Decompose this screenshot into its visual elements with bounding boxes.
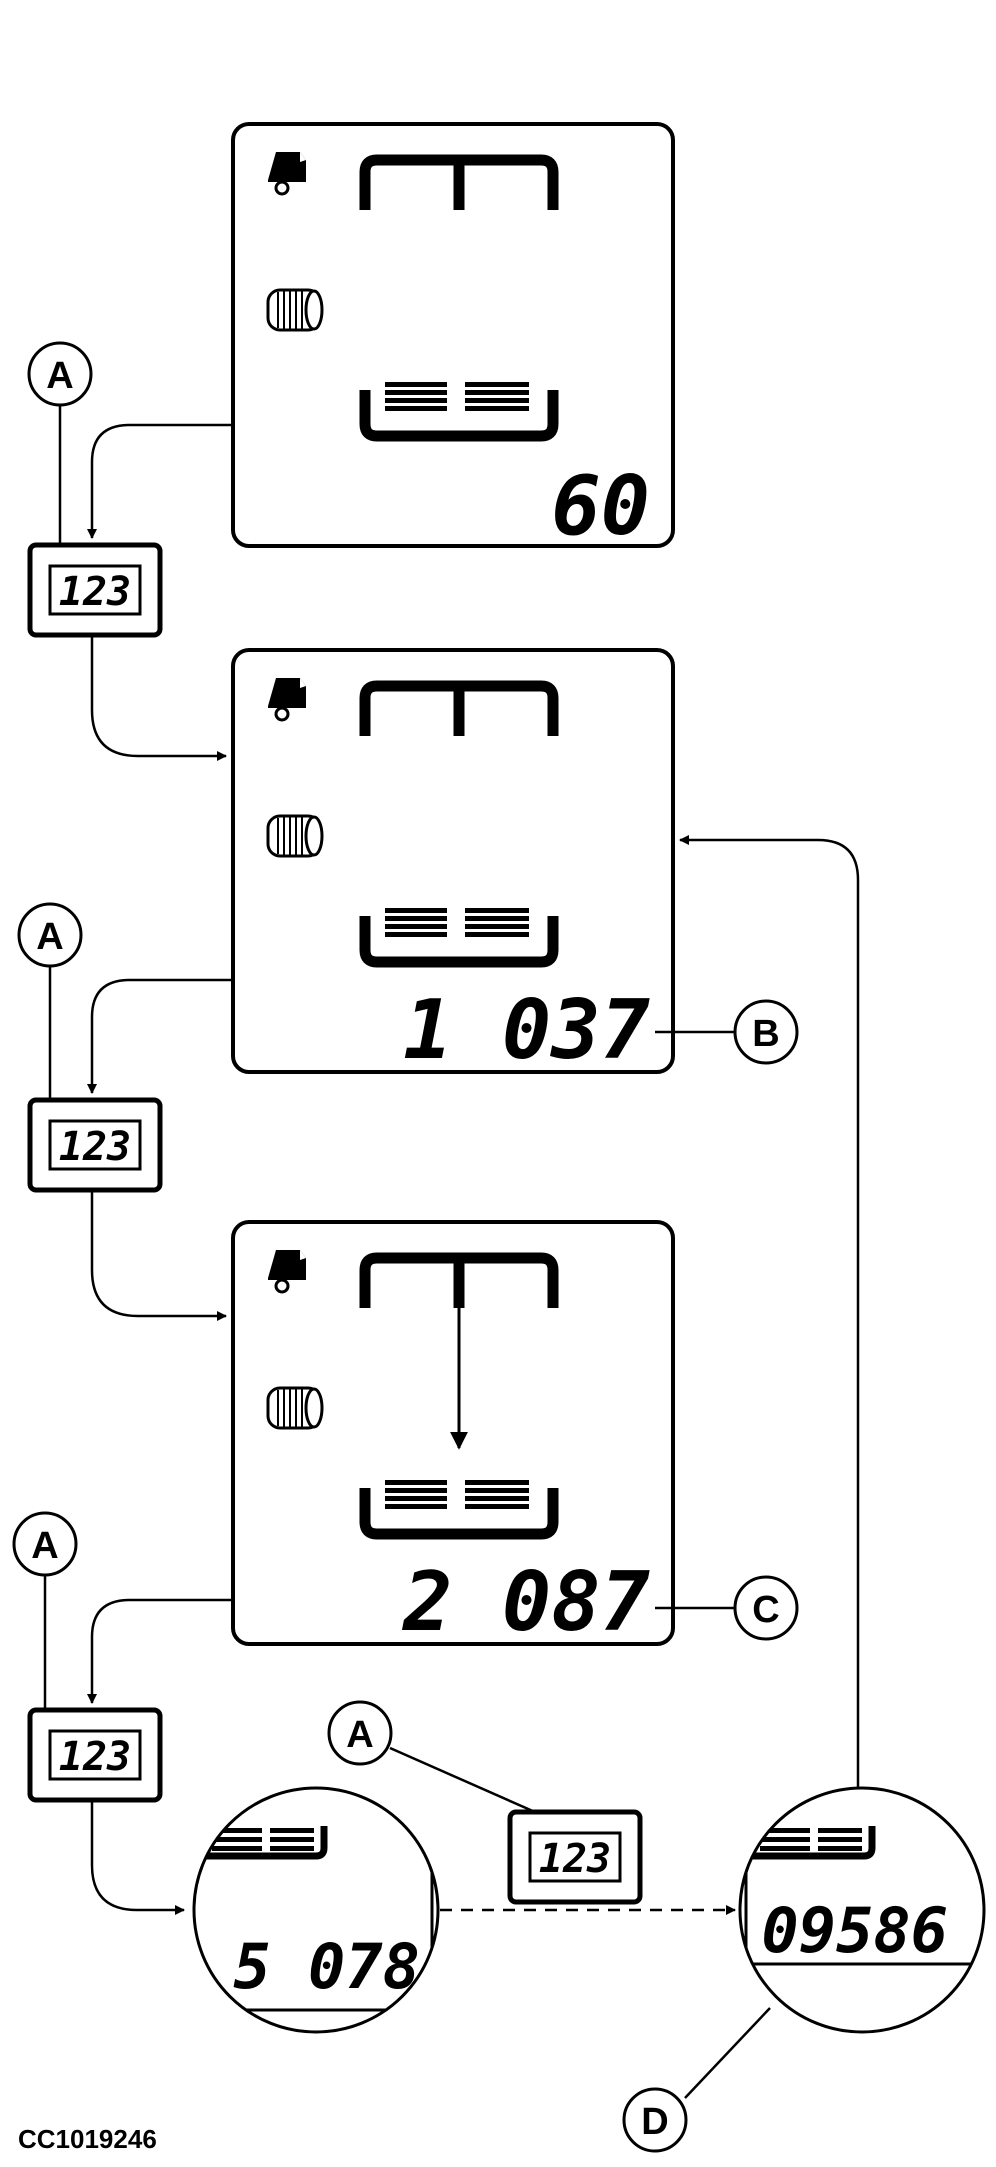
push-button-1[interactable]: 123 — [27, 542, 163, 638]
counter-readout: 1 037 — [403, 983, 650, 1078]
bale-roll-icon — [266, 288, 324, 332]
counter-readout: 2 087 — [401, 1555, 650, 1650]
bale-roll-icon — [266, 1386, 324, 1430]
push-button-4[interactable]: 123 — [507, 1809, 643, 1905]
counter-readout: 60 — [551, 459, 650, 554]
callout-d: D — [622, 2007, 771, 2153]
callout-label: C — [752, 1589, 779, 1631]
callout-label: B — [752, 1013, 779, 1055]
zoom-counter-readout: 5 078 — [233, 1930, 420, 2003]
button-label: 123 — [539, 1836, 611, 1882]
callout-label: D — [641, 2101, 668, 2143]
display-screen-2: 1 037 — [231, 648, 675, 1078]
callout-a-1: A — [27, 341, 93, 545]
display-screen-1: 60 — [231, 122, 675, 554]
button-label: 123 — [59, 1734, 131, 1780]
push-button-2[interactable]: 123 — [27, 1097, 163, 1193]
callout-label: A — [46, 355, 73, 397]
push-button-3[interactable]: 123 — [27, 1707, 163, 1803]
callout-label: A — [346, 1714, 373, 1756]
callout-a-2: A — [17, 902, 83, 1100]
callout-label: A — [36, 916, 63, 958]
callout-a-3: A — [12, 1511, 78, 1710]
display-screen-3: 2 087 — [231, 1220, 675, 1650]
callout-a-4: A — [327, 1700, 536, 1814]
callout-c: C — [655, 1575, 799, 1641]
zoom-view-right: 09586 — [738, 1786, 986, 2034]
button-label: 123 — [59, 1124, 131, 1170]
button-label: 123 — [59, 569, 131, 615]
callout-b: B — [655, 999, 799, 1065]
flow-connectors — [87, 423, 860, 1915]
figure-id: CC1019246 — [18, 2124, 157, 2154]
bale-roll-icon — [266, 814, 324, 858]
zoom-counter-readout: 09586 — [761, 1894, 948, 1967]
zoom-view-left: 5 078 — [192, 1786, 440, 2034]
callout-label: A — [31, 1525, 58, 1567]
